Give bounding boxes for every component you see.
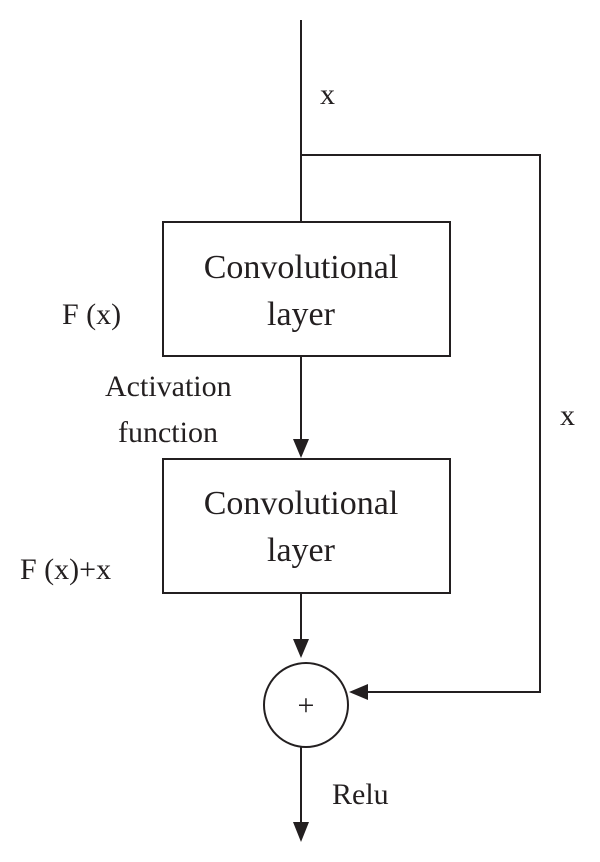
skip-arrowhead-icon bbox=[349, 684, 368, 700]
conv-layer-1-line2: layer bbox=[267, 296, 336, 333]
conv-layer-box-1 bbox=[162, 221, 451, 357]
activation-label-line2: function bbox=[118, 416, 218, 449]
connector-arrowhead-2-icon bbox=[293, 639, 309, 658]
conv-layer-2-line1: Convolutional bbox=[204, 485, 399, 522]
sum-label: F (x)+x bbox=[20, 553, 111, 586]
conv-layer-1-line1: Convolutional bbox=[204, 249, 399, 286]
conv-layer-box-2 bbox=[162, 458, 451, 594]
add-node bbox=[263, 662, 349, 748]
residual-label: F (x) bbox=[62, 298, 121, 331]
output-arrowhead-icon bbox=[293, 822, 309, 842]
activation-label-line1: Activation bbox=[105, 370, 232, 403]
add-symbol: + bbox=[298, 689, 315, 722]
input-label: x bbox=[320, 78, 335, 111]
skip-connection-line bbox=[301, 154, 541, 693]
skip-label: x bbox=[560, 399, 575, 432]
connector-arrowhead-1-icon bbox=[293, 439, 309, 458]
conv-layer-2-line2: layer bbox=[267, 532, 336, 569]
output-label: Relu bbox=[332, 778, 389, 811]
